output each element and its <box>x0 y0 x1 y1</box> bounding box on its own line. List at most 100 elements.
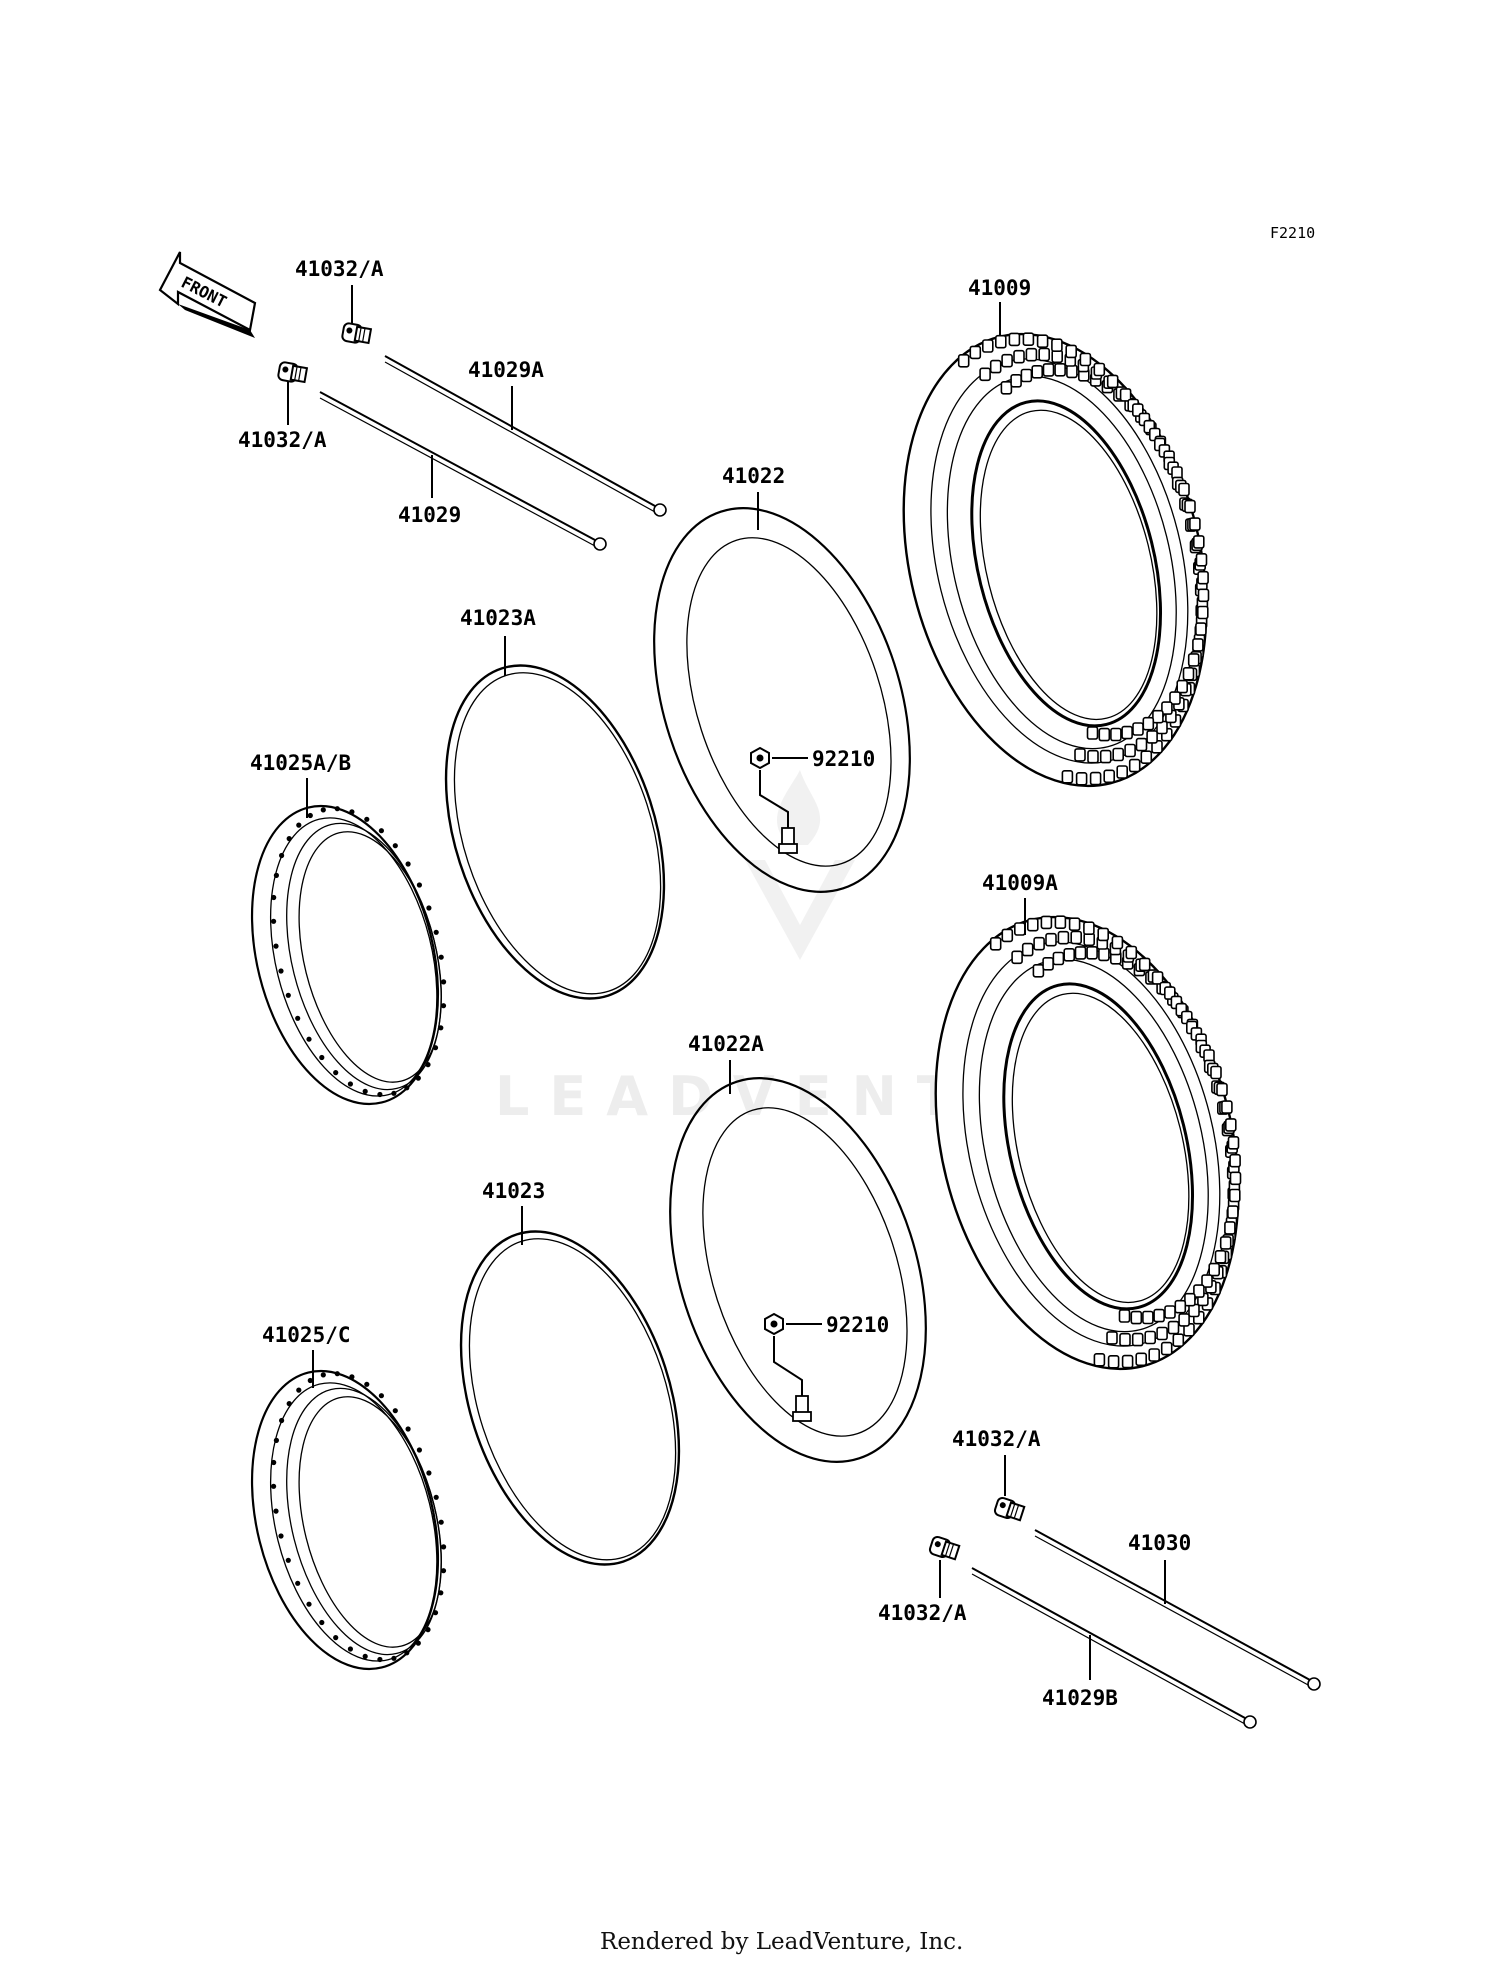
tread-block <box>1033 936 1045 951</box>
spoke-hole <box>378 828 384 834</box>
spoke-41029a <box>384 355 667 517</box>
label-front-rim: 41025A/B <box>250 751 351 775</box>
tread-block <box>1093 1353 1106 1367</box>
tread-block <box>1224 1221 1236 1235</box>
tread-block <box>1054 915 1067 930</box>
spoke-hole <box>405 1426 411 1432</box>
tread-block <box>1075 771 1088 786</box>
tread-block <box>1164 1305 1176 1319</box>
tread-block <box>1074 748 1086 762</box>
tread-block <box>1153 1308 1165 1323</box>
tread-block <box>1124 743 1136 758</box>
tread-block <box>1000 380 1013 395</box>
spoke-hole <box>378 1393 384 1399</box>
tread-block <box>1229 1153 1241 1168</box>
tread-block <box>1161 701 1173 715</box>
label-rear-nut: 92210 <box>826 1313 889 1337</box>
tread-block <box>1065 344 1077 359</box>
tread-block <box>1201 1274 1213 1288</box>
spoke-hole <box>425 1627 431 1633</box>
tread-block <box>1138 957 1151 972</box>
tread-block <box>981 339 994 353</box>
spoke-hole <box>278 1533 284 1539</box>
tread-block <box>1151 971 1164 985</box>
label-spoke-41029a: 41029A <box>468 358 544 382</box>
spoke-hole <box>273 1508 279 1514</box>
tread-block <box>1036 334 1049 349</box>
tread-block <box>1187 653 1200 667</box>
tread-block <box>1074 946 1087 960</box>
tread-block <box>1063 947 1075 962</box>
spoke-hole <box>364 1381 370 1387</box>
tread-block <box>1193 1284 1205 1298</box>
tread-block <box>1086 726 1099 740</box>
tread-block <box>1051 349 1063 364</box>
spoke-hole <box>319 1054 325 1061</box>
front-tube <box>607 474 957 926</box>
tread-block <box>1106 374 1119 389</box>
spoke-hole <box>440 1568 447 1574</box>
label-rear-rim: 41025/C <box>262 1323 351 1347</box>
spoke-hole <box>415 1075 421 1081</box>
tread-block <box>1184 499 1196 514</box>
spoke-hole <box>333 1070 339 1076</box>
tread-block <box>1027 917 1039 932</box>
tread-block <box>1135 1352 1147 1367</box>
spoke-hole <box>433 929 439 935</box>
tread-block <box>1125 945 1138 960</box>
spoke-hole <box>391 1090 397 1096</box>
tread-block <box>1068 917 1081 932</box>
spoke-hole <box>438 1519 444 1525</box>
spoke-hole <box>296 822 302 828</box>
front-rim <box>221 784 471 1125</box>
tread-block <box>1106 1331 1118 1345</box>
tread-block <box>1193 535 1205 549</box>
tread-block <box>1032 963 1045 978</box>
tread-block <box>1121 725 1133 740</box>
tread-block <box>1093 362 1106 377</box>
tread-block <box>957 353 970 368</box>
rear-nut <box>764 1313 784 1335</box>
spoke-hole <box>273 943 279 949</box>
valve-cap-bottom-right <box>992 1495 1026 1524</box>
tread-block <box>1061 769 1074 784</box>
tread-block <box>1066 364 1078 379</box>
tread-block <box>1214 1250 1227 1264</box>
tread-block <box>1119 1332 1131 1347</box>
spoke-hole <box>404 1085 410 1091</box>
tread-block <box>1116 765 1128 779</box>
spoke-hole <box>334 806 340 812</box>
tread-block <box>1227 1136 1240 1150</box>
tread-block <box>1052 951 1065 966</box>
spoke-hole <box>441 979 447 985</box>
spoke-hole <box>415 1640 421 1646</box>
tread-block <box>1040 915 1053 930</box>
label-rear-tire: 41009A <box>982 871 1058 895</box>
tread-block <box>1219 1236 1232 1250</box>
tread-block <box>1216 1082 1228 1097</box>
tread-block <box>1083 932 1095 947</box>
tread-block <box>1038 347 1050 362</box>
tread-block <box>1121 1354 1134 1369</box>
tread-block <box>1210 1065 1222 1080</box>
spoke-hole <box>432 1045 439 1051</box>
spoke-hole <box>320 1372 326 1378</box>
tread-block <box>1099 749 1112 764</box>
label-front-rim-band: 41023A <box>460 606 536 630</box>
tread-block <box>1135 737 1148 752</box>
tread-block <box>1146 730 1158 744</box>
label-front-nut: 92210 <box>812 747 875 771</box>
tread-block <box>1167 1320 1180 1335</box>
tread-block <box>1054 362 1066 377</box>
tread-block <box>1022 332 1035 347</box>
spoke-hole <box>279 852 285 859</box>
spoke-hole <box>426 905 432 911</box>
tread-block <box>989 359 1002 374</box>
tread-block <box>1131 1332 1144 1347</box>
tread-block <box>1156 1326 1168 1341</box>
tread-block <box>1087 749 1099 764</box>
spoke-hole <box>296 1387 302 1393</box>
tread-block <box>1107 1355 1120 1369</box>
tread-block <box>1079 352 1092 367</box>
